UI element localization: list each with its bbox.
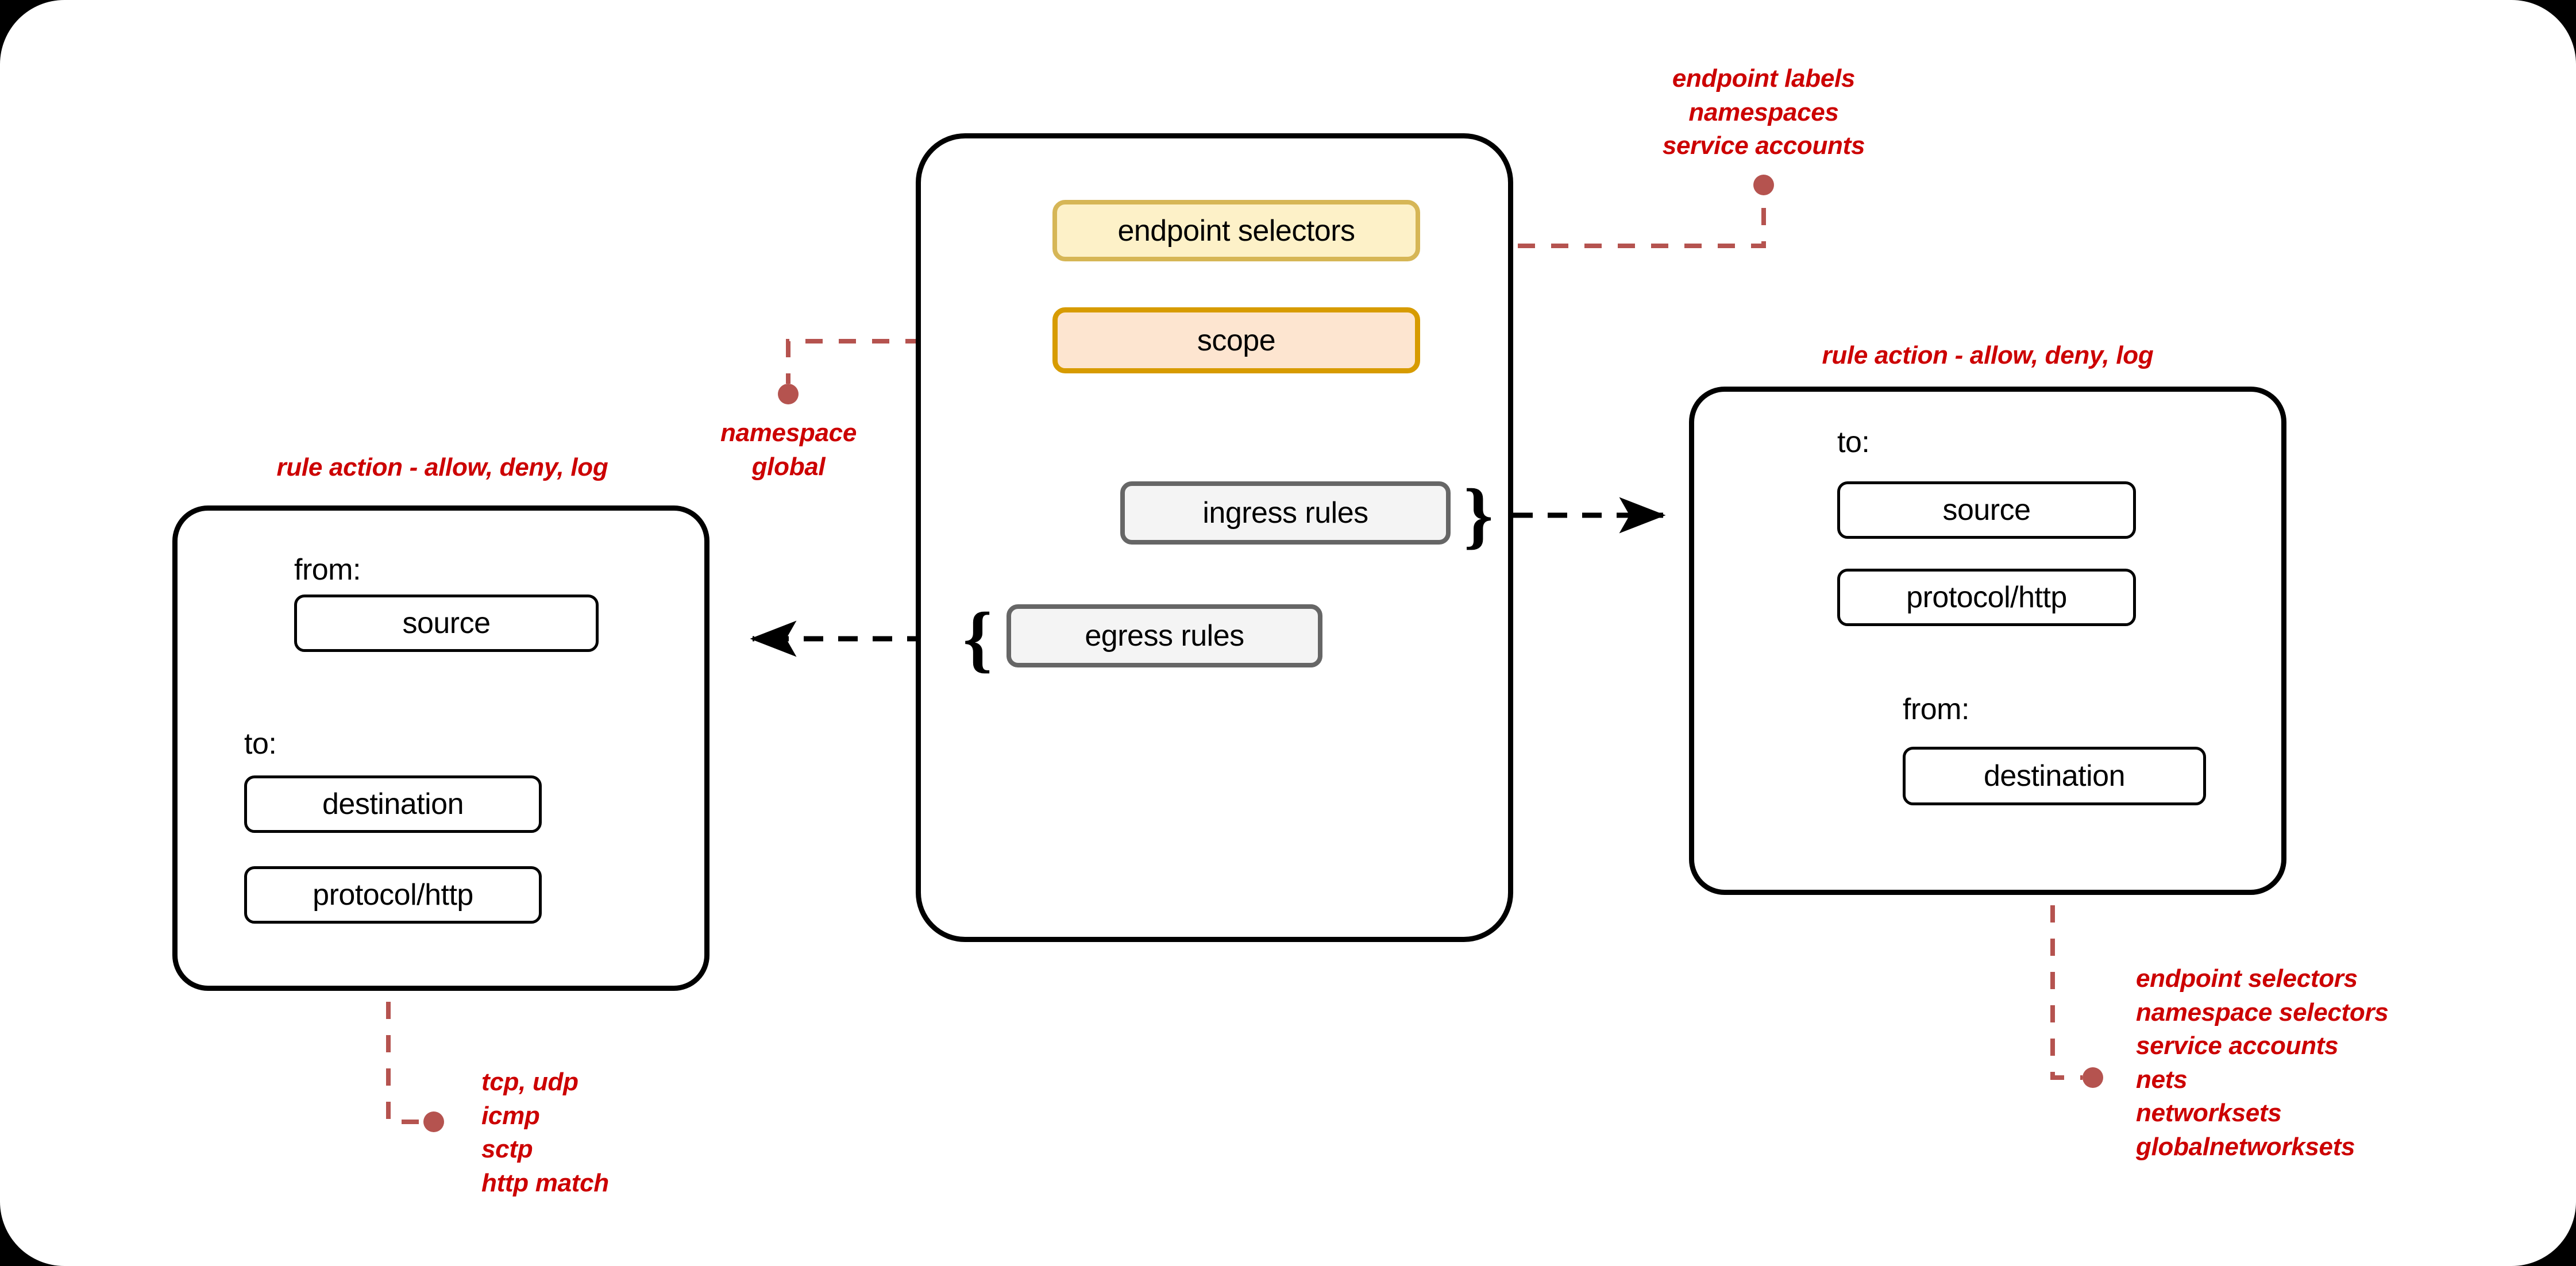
left-box-source[interactable]: source [294,595,599,652]
annotation-scope: namespace global [720,419,857,481]
left-section-label-from: from: [294,553,361,586]
right-box-protocol-http[interactable]: protocol/http [1837,569,2136,626]
center-box-scope[interactable]: scope [1052,307,1420,373]
right-section-label-to: to: [1837,426,1870,459]
center-box-ingress-rules[interactable]: ingress rules [1120,481,1451,545]
annotation-protocol-left: tcp, udp icmp sctp http match [481,1068,609,1197]
center-box-egress-rules[interactable]: egress rules [1007,604,1322,667]
right-box-source[interactable]: source [1837,481,2136,539]
left-panel-title: rule action - allow, deny, log [276,453,608,481]
annotation-endpoint-selectors: endpoint labels namespaces service accou… [1662,64,1865,160]
right-panel-title: rule action - allow, deny, log [1822,341,2154,369]
annotation-destination-right: endpoint selectors namespace selectors s… [2136,964,2389,1161]
right-section-label-from: from: [1903,693,1969,726]
right-rule-panel [1689,387,2286,895]
brace-egress: { [963,597,993,680]
left-section-label-to: to: [244,727,277,761]
left-box-protocol-http[interactable]: protocol/http [244,866,542,924]
right-box-destination[interactable]: destination [1903,747,2206,805]
center-box-endpoint-selectors[interactable]: endpoint selectors [1052,200,1420,261]
brace-ingress: } [1464,474,1494,557]
left-box-destination[interactable]: destination [244,775,542,833]
